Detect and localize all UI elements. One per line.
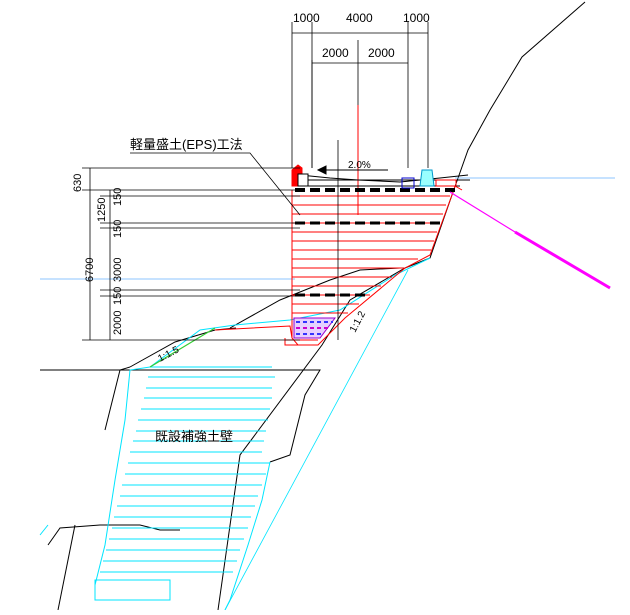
top-dimension-lines <box>291 22 429 340</box>
concrete-slabs <box>295 188 455 297</box>
dim-150-b: 150 <box>112 220 124 238</box>
existing-reinforced-wall <box>39 257 431 611</box>
right-gutter <box>401 177 415 189</box>
drainage-layer <box>293 317 336 339</box>
reference-lines <box>40 177 615 280</box>
dim-top-left: 1000 <box>293 11 320 25</box>
wall-back-line <box>224 461 271 611</box>
dim-6700: 6700 <box>84 258 96 282</box>
upper-left-bench <box>104 366 131 431</box>
dim-2000: 2000 <box>112 311 124 335</box>
dim-3000: 3000 <box>112 258 124 282</box>
dim-1250: 1250 <box>96 198 108 222</box>
slope-left-label: 1:1.5 <box>156 344 181 364</box>
top-dimension-text: 1000 4000 1000 2000 2000 <box>293 11 430 60</box>
left-curb <box>297 173 309 187</box>
dim-150-c: 150 <box>112 287 124 305</box>
upper-ground-line <box>229 267 401 329</box>
dim-inner-left: 2000 <box>322 46 349 60</box>
grass-slope <box>149 327 216 368</box>
wall-face <box>94 366 151 586</box>
dim-top-right: 1000 <box>403 11 430 25</box>
ground-anchor <box>449 191 611 290</box>
cyan-diagonal <box>224 269 409 611</box>
dim-630: 630 <box>72 174 84 192</box>
right-hillside <box>217 1 586 611</box>
lower-left-ground <box>47 524 180 546</box>
eps-method-label: 軽量盛土(EPS)工法 <box>130 137 243 152</box>
eps-embankment <box>214 105 456 346</box>
terrain-lines <box>40 1 586 611</box>
lower-existing-ground <box>40 369 321 463</box>
road-surface <box>291 164 470 191</box>
eps-base-left <box>214 325 293 339</box>
grade-label: 2.0% <box>348 160 371 171</box>
right-barrier <box>419 169 435 187</box>
dim-inner-right: 2000 <box>368 46 395 60</box>
eps-base-step <box>284 338 298 346</box>
existing-wall-label: 既設補強土壁 <box>155 429 233 444</box>
wall-footing <box>94 579 171 601</box>
old-slope-line-cyan <box>149 257 431 368</box>
left-dimension-lines <box>82 167 300 341</box>
dim-top-center: 4000 <box>346 11 373 25</box>
eps-leader-line <box>130 152 301 216</box>
eps-block-layers <box>292 195 450 314</box>
dim-150-a: 150 <box>112 188 124 206</box>
left-dimension-text: 630 1250 150 150 3000 6700 150 2000 <box>72 174 124 335</box>
terrain-left-vertical <box>57 524 76 611</box>
